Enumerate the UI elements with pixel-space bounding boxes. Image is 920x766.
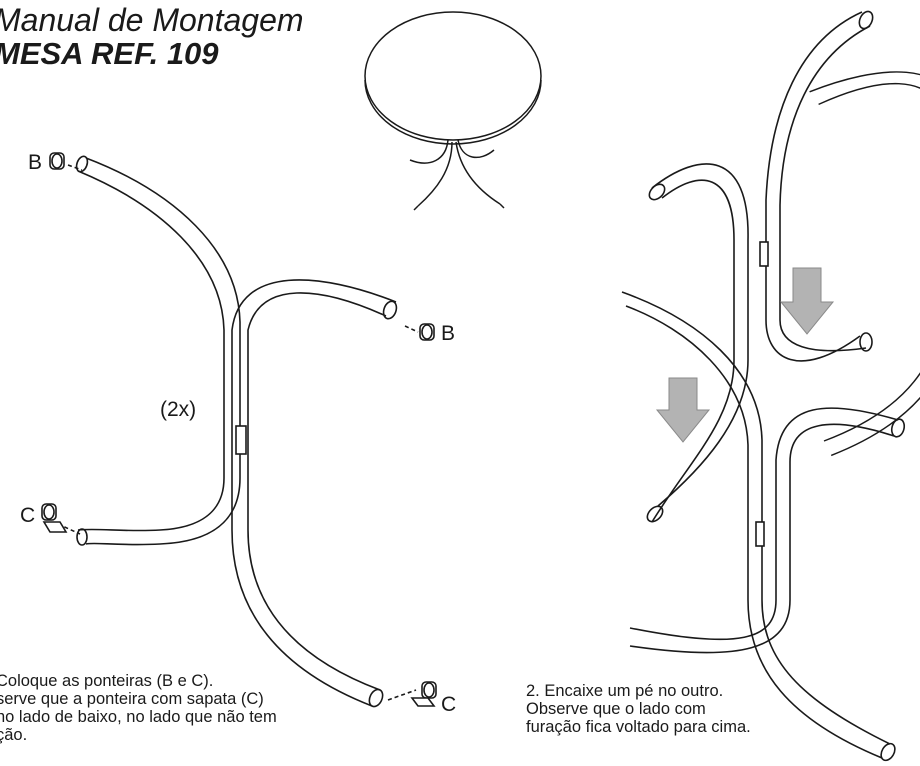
step-1-instructions: Coloque as ponteiras (B e C). serve que … <box>0 672 277 744</box>
step-2-line: Observe que o lado com <box>526 700 706 718</box>
assembled-legs-drawing <box>621 10 920 762</box>
table-sketch <box>364 11 542 211</box>
cap-c-bottom <box>410 681 437 707</box>
label-c-left: C <box>20 504 36 527</box>
arrow-down-icon <box>779 267 835 335</box>
label-b-top: B <box>28 151 43 174</box>
cap-c-left <box>41 503 68 533</box>
step-2-line: 2. Encaixe um pé no outro. <box>526 682 724 700</box>
cap-b-right <box>419 323 435 341</box>
step-1-line: ção. <box>0 726 28 744</box>
title-block: Manual de Montagem MESA REF. 109 <box>0 2 304 71</box>
step-2-line: furação fica voltado para cima. <box>526 718 751 736</box>
label-b-right: B <box>441 322 456 345</box>
step-2-instructions: 2. Encaixe um pé no outro. Observe que o… <box>526 682 751 736</box>
step-1-line: serve que a ponteira com sapata (C) <box>0 690 264 708</box>
label-c-bottom: C <box>441 693 457 716</box>
arrow-down-icon <box>655 377 711 443</box>
manual-title: Manual de Montagem <box>0 2 304 38</box>
step-1-line: no lado de baixo, no lado que não tem <box>0 708 277 726</box>
cap-b-top <box>49 152 65 170</box>
quantity-label: (2x) <box>160 398 197 421</box>
leg-pair-drawing <box>41 152 437 708</box>
step-1-line: Coloque as ponteiras (B e C). <box>0 672 214 690</box>
product-reference: MESA REF. 109 <box>0 35 219 71</box>
